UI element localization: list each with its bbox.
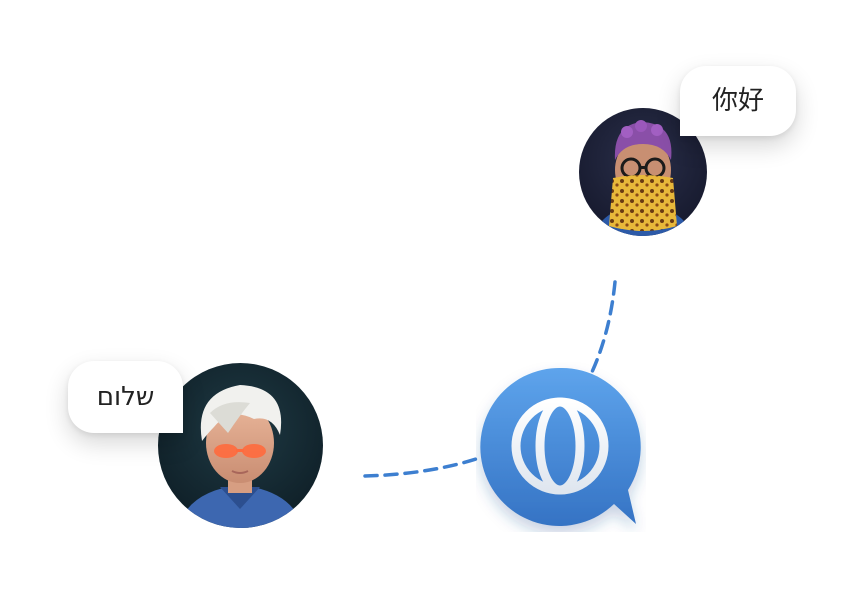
speech-bubble-hebrew: שלום [68, 361, 183, 433]
speech-bubble-chinese: 你好 [680, 66, 796, 136]
avatar-masked [579, 108, 707, 236]
greeting-text-hebrew: שלום [96, 382, 155, 412]
connector-line-top [590, 280, 617, 374]
globe-chat-icon [476, 362, 646, 532]
greeting-text-chinese: 你好 [711, 86, 764, 116]
avatar-white-hair [158, 363, 323, 528]
